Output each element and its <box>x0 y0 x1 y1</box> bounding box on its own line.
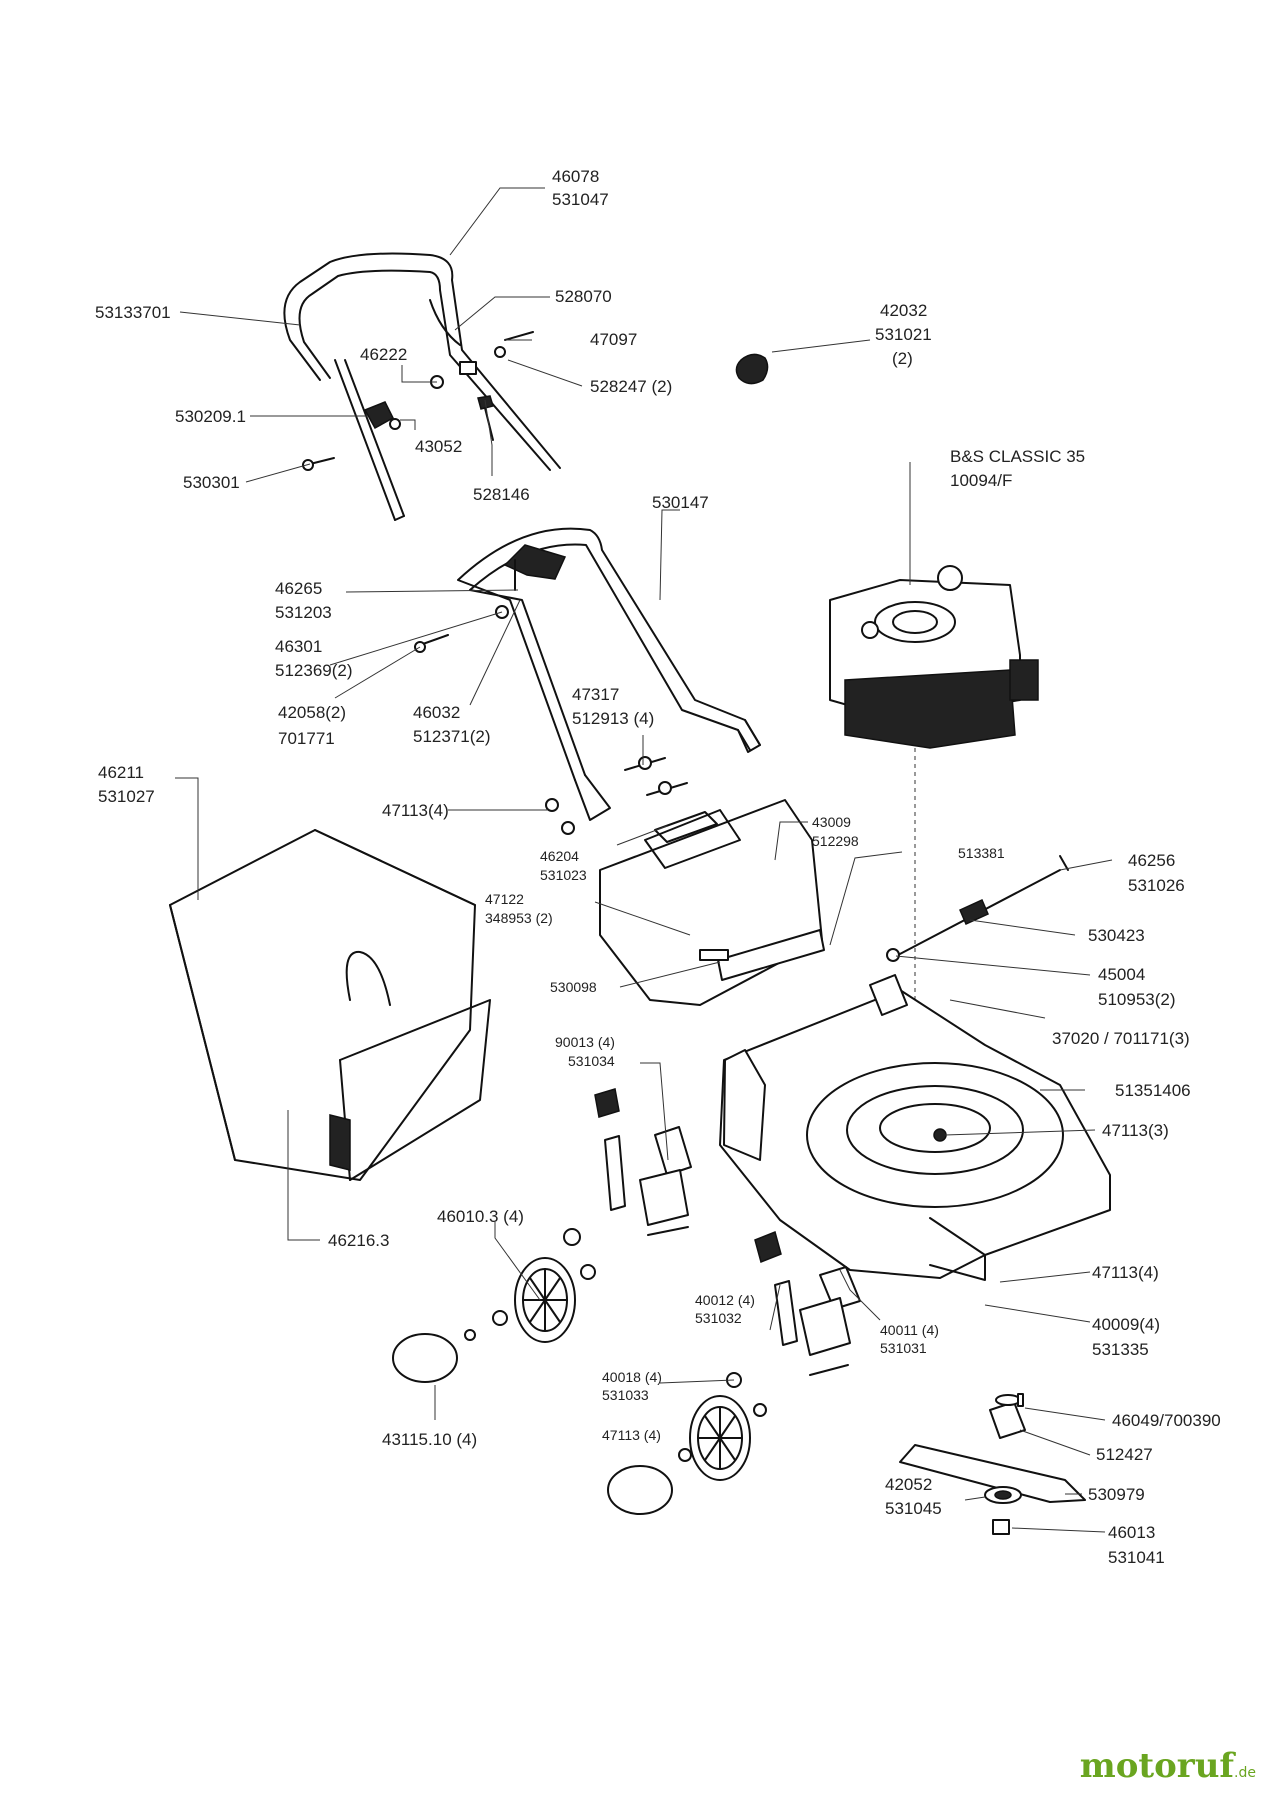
label-90013: 90013 (4) <box>555 1034 615 1050</box>
front-wheel <box>392 1257 576 1383</box>
grass-catcher <box>169 829 491 1181</box>
mower-deck <box>719 974 1111 1281</box>
part-number-labels: 46078 531047 53133701 528070 47097 46222… <box>95 167 1221 1567</box>
label-530209-1: 530209.1 <box>175 407 246 426</box>
label-512371: 512371(2) <box>413 727 491 746</box>
label-348953: 348953 (2) <box>485 910 553 926</box>
label-40018: 40018 (4) <box>602 1369 662 1385</box>
label-37020: 37020 / 701171(3) <box>1052 1029 1190 1048</box>
label-40011: 40011 (4) <box>880 1322 939 1338</box>
rear-height-adjusters <box>726 1230 861 1388</box>
label-528146: 528146 <box>473 485 530 504</box>
label-528070: 528070 <box>555 287 612 306</box>
label-510953: 510953(2) <box>1098 990 1176 1009</box>
label-46216-3: 46216.3 <box>328 1231 389 1250</box>
label-512427: 512427 <box>1096 1445 1153 1464</box>
label-46049: 46049/700390 <box>1112 1411 1221 1430</box>
label-531047: 531047 <box>552 190 609 209</box>
label-47113-rear: 47113(4) <box>1092 1263 1159 1282</box>
label-46032: 46032 <box>413 703 460 722</box>
label-47317: 47317 <box>572 685 619 704</box>
label-701771: 701771 <box>278 729 335 748</box>
blade-assembly <box>899 1393 1086 1535</box>
label-530098: 530098 <box>550 979 597 995</box>
label-47113-deck: 47113(3) <box>1102 1121 1169 1140</box>
label-42058: 42058(2) <box>278 703 346 722</box>
label-531335: 531335 <box>1092 1340 1149 1359</box>
handle-knob <box>414 544 567 653</box>
label-40009: 40009(4) <box>1092 1315 1160 1334</box>
label-43115-10: 43115.10 (4) <box>382 1430 477 1449</box>
handle-clamps-upper <box>302 331 534 471</box>
label-531045: 531045 <box>885 1499 942 1518</box>
label-51351406: 51351406 <box>1115 1081 1191 1100</box>
label-46211: 46211 <box>98 763 144 782</box>
label-512369: 512369(2) <box>275 661 353 680</box>
label-512298: 512298 <box>812 833 859 849</box>
label-528247: 528247 (2) <box>590 377 672 396</box>
label-42032: 42032 <box>880 301 927 320</box>
lower-handle <box>457 527 761 821</box>
label-512913: 512913 (4) <box>572 709 654 728</box>
label-531034: 531034 <box>568 1053 615 1069</box>
label-42052: 42052 <box>885 1475 932 1494</box>
label-531026: 531026 <box>1128 876 1185 895</box>
label-531023: 531023 <box>540 867 587 883</box>
label-46301: 46301 <box>275 637 322 656</box>
label-40012: 40012 (4) <box>695 1292 755 1308</box>
label-531031: 531031 <box>880 1340 927 1356</box>
label-531027: 531027 <box>98 787 155 806</box>
front-height-adjusters <box>563 1088 692 1280</box>
label-engine-model: B&S CLASSIC 35 <box>950 447 1085 466</box>
label-530147: 530147 <box>652 493 709 512</box>
label-43009: 43009 <box>812 814 851 830</box>
label-46265: 46265 <box>275 579 322 598</box>
upper-handle <box>283 252 561 521</box>
label-47113-handle: 47113(4) <box>382 801 449 820</box>
brand-watermark: motoruf.de <box>1080 1746 1256 1786</box>
handle-bolts <box>545 756 688 835</box>
leader-lines <box>175 187 1113 1533</box>
engine <box>829 565 1039 749</box>
label-46204: 46204 <box>540 848 579 864</box>
rear-deflector <box>599 799 825 1006</box>
label-47122: 47122 <box>485 891 524 907</box>
label-531033: 531033 <box>602 1387 649 1403</box>
label-43052: 43052 <box>415 437 462 456</box>
throttle-cable <box>886 855 1069 962</box>
label-46222: 46222 <box>360 345 407 364</box>
label-10094f: 10094/F <box>950 471 1012 490</box>
watermark-brand: motoruf <box>1079 1746 1235 1786</box>
label-531032: 531032 <box>695 1310 742 1326</box>
label-47113-wheel: 47113 (4) <box>602 1427 661 1443</box>
label-531021: 531021 <box>875 325 932 344</box>
label-530979: 530979 <box>1088 1485 1145 1504</box>
label-531041: 531041 <box>1108 1548 1165 1567</box>
stop-control-knob <box>735 353 769 385</box>
label-530423: 530423 <box>1088 926 1145 945</box>
label-46078: 46078 <box>552 167 599 186</box>
label-53133701: 53133701 <box>95 303 171 322</box>
label-513381: 513381 <box>958 845 1005 861</box>
label-531203: 531203 <box>275 603 332 622</box>
watermark-suffix: .de <box>1234 1765 1256 1781</box>
label-qty-2: (2) <box>892 349 913 368</box>
label-45004: 45004 <box>1098 965 1145 984</box>
rear-wheel <box>607 1395 767 1515</box>
label-530301: 530301 <box>183 473 240 492</box>
label-47097: 47097 <box>590 330 637 349</box>
label-46256: 46256 <box>1128 851 1175 870</box>
label-46013: 46013 <box>1108 1523 1155 1542</box>
label-46010-3: 46010.3 (4) <box>437 1207 524 1226</box>
